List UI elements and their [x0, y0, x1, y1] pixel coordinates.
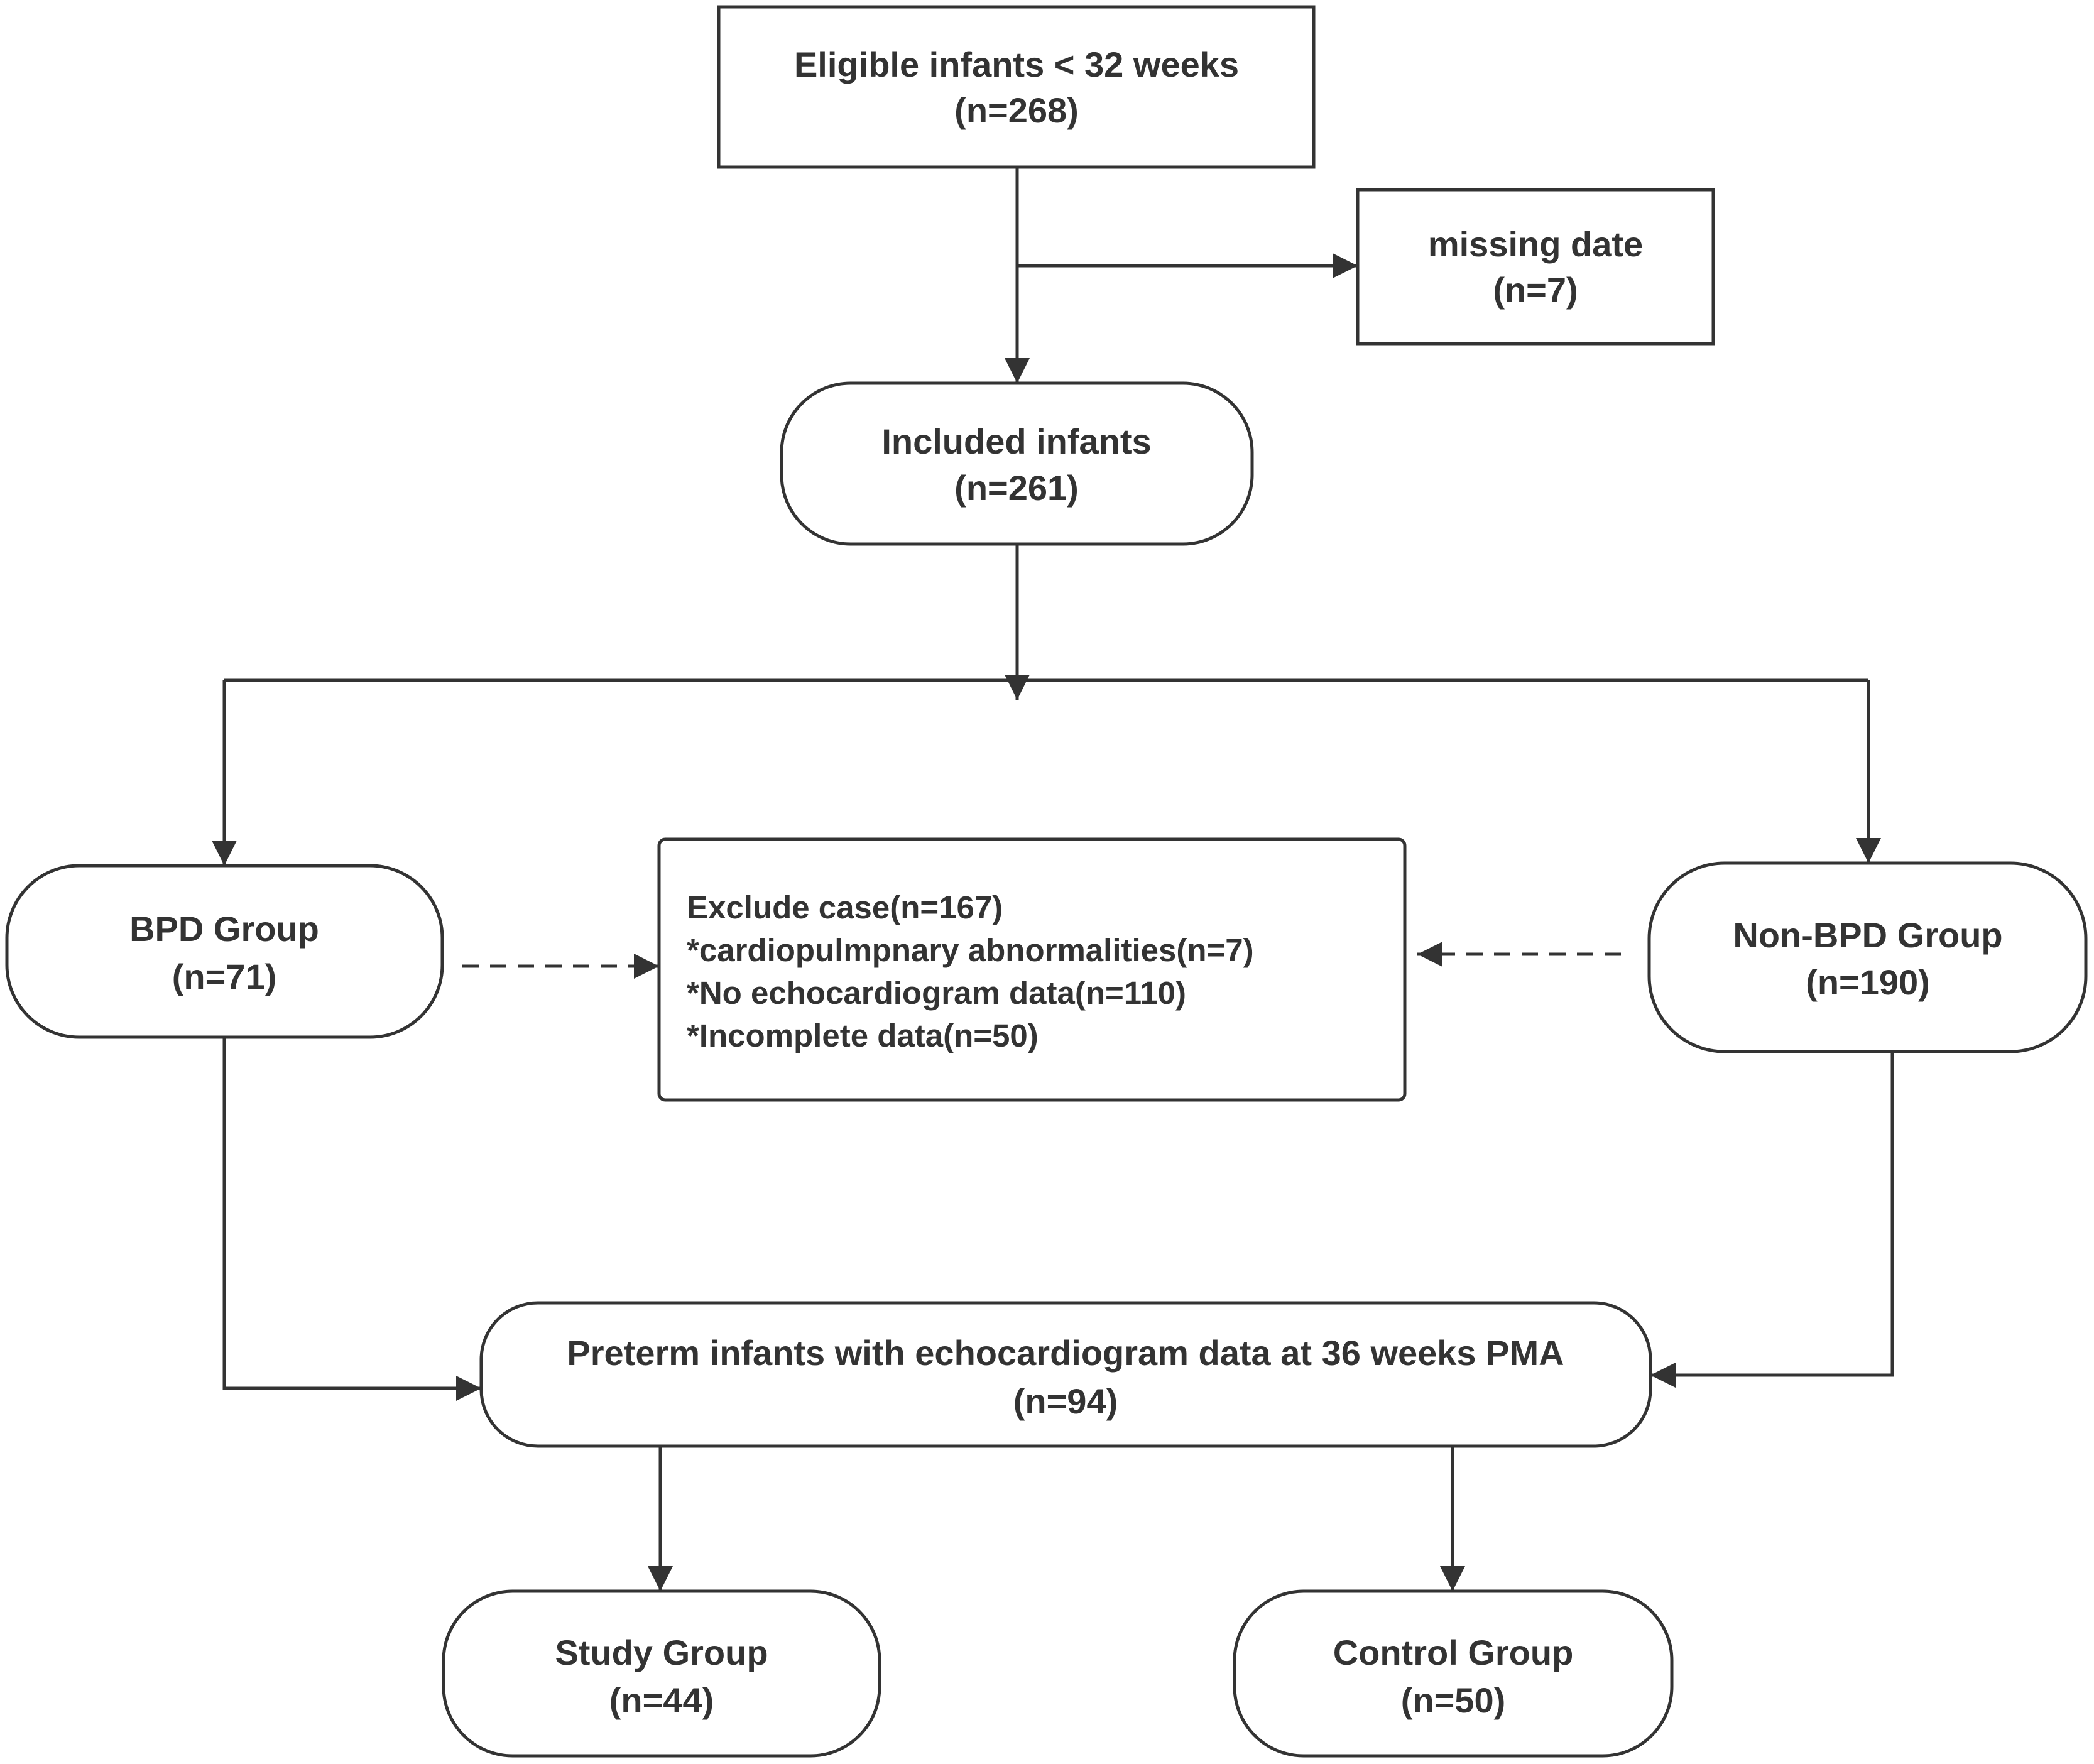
- missing-title: missing date: [1428, 224, 1643, 264]
- bpd-count: (n=71): [172, 957, 277, 996]
- eligible-count: (n=268): [954, 90, 1079, 130]
- bpd-title: BPD Group: [129, 909, 319, 949]
- non-bpd-count: (n=190): [1806, 962, 1930, 1002]
- exclude-line-0: Exclude case(n=167): [687, 890, 1003, 925]
- node-bpd-group: BPD Group (n=71): [5, 864, 444, 1039]
- included-count: (n=261): [954, 468, 1079, 508]
- exclude-line-3: *Incomplete data(n=50): [687, 1018, 1039, 1054]
- connectors: [212, 167, 1894, 1591]
- node-control-group: Control Group (n=50): [1233, 1589, 1674, 1758]
- control-count: (n=50): [1401, 1680, 1506, 1720]
- exclude-line-1: *cardiopulmpnary abnormalities(n=7): [687, 932, 1254, 968]
- eligible-title: Eligible infants < 32 weeks: [794, 45, 1239, 84]
- control-title: Control Group: [1333, 1633, 1574, 1672]
- node-eligible: Eligible infants < 32 weeks (n=268): [717, 5, 1316, 169]
- exclude-line-2: *No echocardiogram data(n=110): [687, 975, 1186, 1011]
- node-exclude: Exclude case(n=167) *cardiopulmpnary abn…: [657, 837, 1407, 1102]
- node-non-bpd-group: Non-BPD Group (n=190): [1647, 861, 2088, 1054]
- node-included: Included infants (n=261): [780, 381, 1254, 546]
- missing-count: (n=7): [1493, 270, 1578, 310]
- study-title: Study Group: [555, 1633, 768, 1672]
- preterm-title: Preterm infants with echocardiogram data…: [567, 1333, 1564, 1373]
- arrow-non-bpd-to-preterm: [1650, 1052, 1894, 1388]
- arrow-bpd-to-preterm: [222, 1037, 481, 1401]
- node-preterm: Preterm infants with echocardiogram data…: [479, 1301, 1652, 1448]
- non-bpd-title: Non-BPD Group: [1733, 915, 2002, 955]
- preterm-count: (n=94): [1013, 1381, 1118, 1421]
- study-count: (n=44): [609, 1680, 714, 1720]
- node-missing: missing date (n=7): [1356, 188, 1715, 346]
- node-study-group: Study Group (n=44): [442, 1589, 881, 1758]
- included-title: Included infants: [881, 422, 1151, 461]
